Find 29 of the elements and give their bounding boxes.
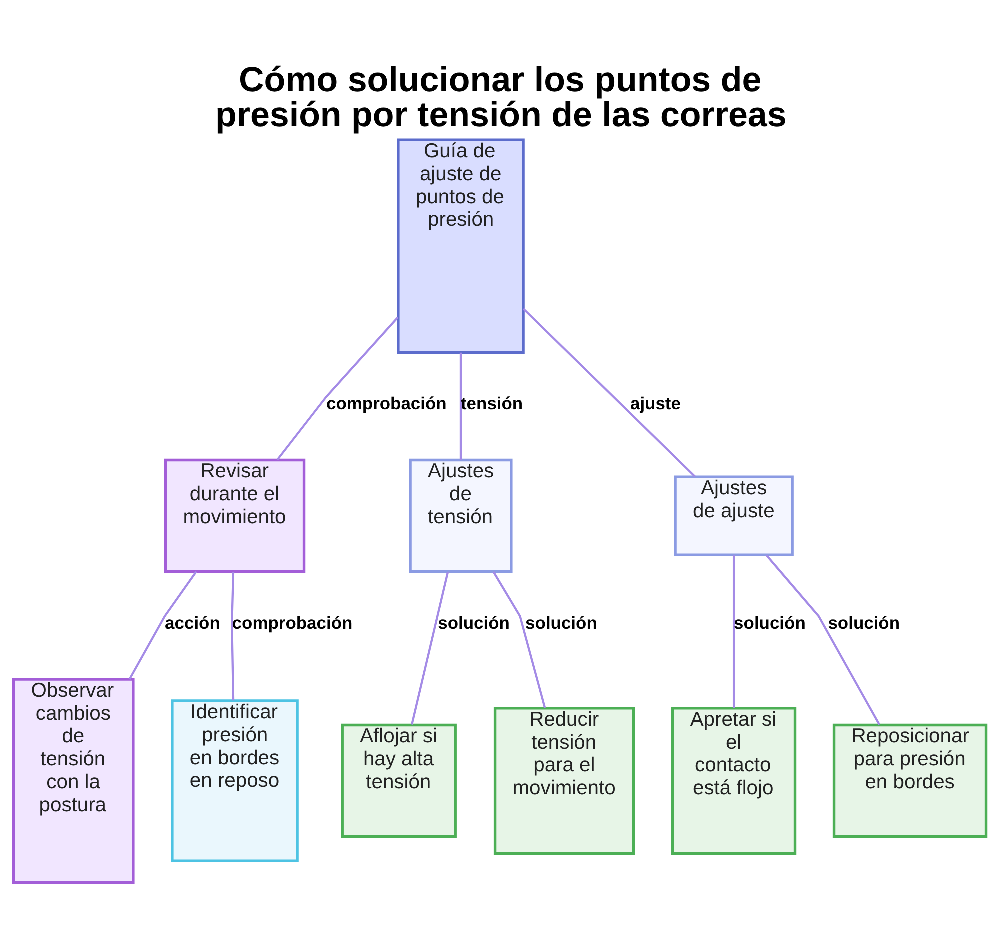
connector [128, 570, 198, 680]
edge-label: solución [734, 612, 806, 632]
node-box: Apretar si el contacto está flojo [672, 706, 797, 855]
node-box: Guía de ajuste de puntos de presión [397, 138, 525, 354]
connector [492, 571, 546, 708]
connector [732, 555, 736, 708]
edge-label: solución [526, 612, 598, 632]
edge-label: tensión [460, 393, 524, 414]
connector [460, 352, 462, 460]
connector [411, 572, 450, 725]
connector [766, 554, 880, 725]
node-box: Identificar presión en bordes en reposo [171, 699, 299, 862]
edge-label: solución [828, 612, 900, 632]
edge-label: acción [165, 612, 220, 632]
connector [231, 572, 235, 700]
edge-label: ajuste [630, 393, 681, 414]
edge-label: solución [438, 612, 510, 632]
node-box: Reducir tensión para el movimiento [494, 706, 636, 855]
connector [276, 316, 399, 460]
node-box: Ajustes de ajuste [674, 475, 794, 556]
edge-label: comprobación [232, 612, 353, 632]
node-box: Revisar durante el movimiento [164, 458, 306, 573]
node-box: Observar cambios de tensión con la postura [12, 678, 135, 884]
node-box: Aflojar si hay alta tensión [341, 723, 457, 838]
diagram-title: Cómo solucionar los puntos de presión por tensión de las correas [216, 60, 787, 134]
node-box: Ajustes de tensión [409, 458, 513, 573]
edge-label: comprobación [326, 393, 447, 414]
connector [522, 308, 696, 478]
node-box: Reposicionar para presión en bordes [832, 723, 988, 838]
